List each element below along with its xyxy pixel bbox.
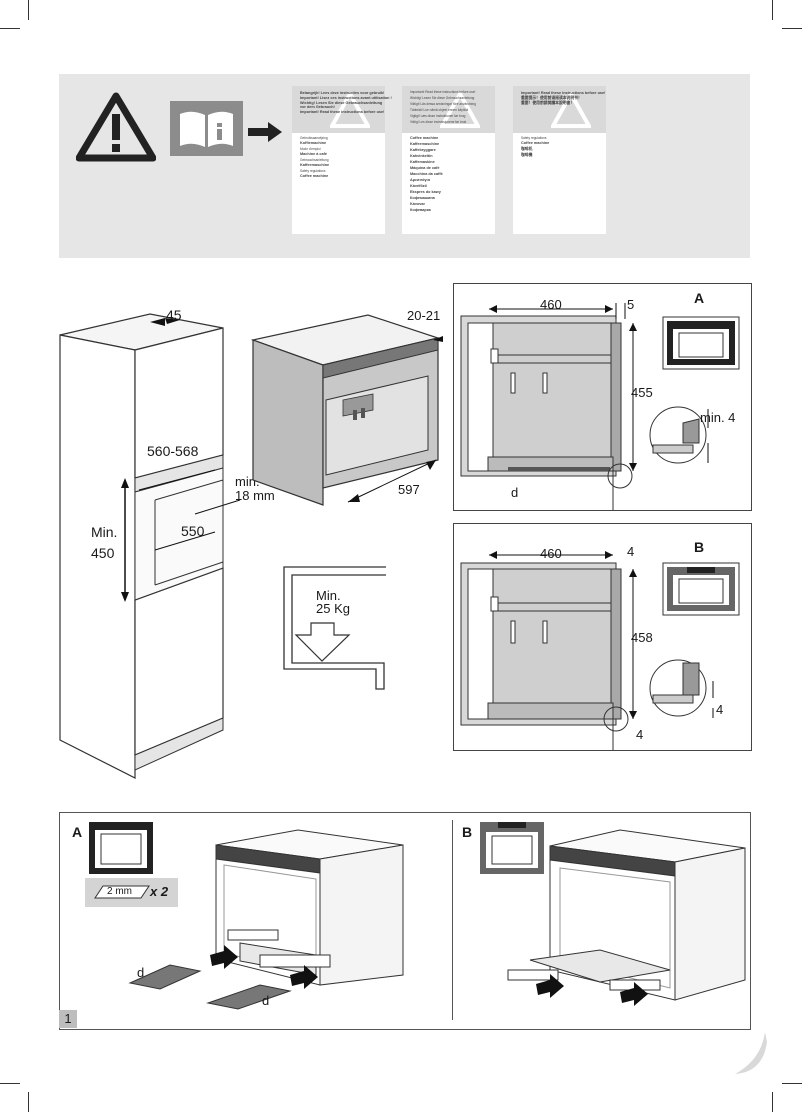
booklet-text: Máquina de café: [410, 166, 440, 170]
booklet-text: Kávéfőző: [410, 184, 427, 188]
booklet-2: Important! Read these instructions befor…: [402, 86, 495, 234]
booklet-text: Machine à café: [300, 152, 328, 156]
booklet-3: Important! Read these instructions befor…: [513, 86, 606, 234]
panel-a-drawing: [460, 303, 740, 510]
machine-b-icon: [480, 822, 544, 874]
booklet-text: Macchina da caffè: [410, 172, 443, 176]
dim-side-label: 20-21: [407, 308, 441, 323]
panel-a-tag: A: [694, 290, 705, 306]
weight-bracket: [283, 566, 386, 690]
dim-height-label: Min.: [91, 524, 118, 540]
booklet-text: Koffiemachine: [300, 141, 327, 145]
booklet-text: Wichtig! Lesen Sie diese Gebrauchsanleit…: [410, 96, 475, 100]
booklet-text: Belangrijk! Lees deze instructies voor g…: [300, 91, 385, 95]
panel-b-tag: B: [694, 539, 705, 555]
dim-depth-label: 550: [181, 523, 205, 539]
crop-mark: [772, 1092, 773, 1112]
booklet-text: Vigtigt! Læs disse instruktioner før bru…: [410, 114, 466, 118]
booklet-text: Kahvinkeitin: [410, 154, 433, 158]
arrow-right-icon: [248, 122, 282, 142]
crop-mark: [772, 0, 773, 20]
weight-label: Min.: [316, 588, 341, 603]
install-b-drawing: [507, 829, 746, 1006]
booklet-text: Coffee machine: [300, 174, 329, 178]
spacer-qty: x 2: [150, 884, 169, 899]
booklet-text: Kaffeemaschine: [410, 142, 440, 146]
dim-top-label: 45: [166, 307, 182, 323]
install-label-d2: d: [262, 993, 270, 1008]
booklet-text: Viktigt! Läs dessa anvisningar före anvä…: [410, 102, 476, 106]
booklet-text: Kaffebryggare: [410, 148, 436, 152]
panel-a-dim-gap: 5: [627, 297, 635, 312]
booklet-text: vor dem Gebrauch!: [300, 105, 335, 109]
weight-value: 25 Kg: [316, 601, 350, 616]
booklet-text: Αρεσσόγια: [410, 178, 430, 182]
crop-mark: [28, 1092, 29, 1112]
crop-mark: [28, 0, 29, 20]
page-number: 1: [59, 1010, 77, 1028]
dim-width-label: 560-568: [147, 443, 199, 459]
install-tag-a: A: [72, 824, 83, 840]
booklet-text: Important! Read these instructions befor…: [521, 91, 606, 95]
install-label-d1: d: [137, 965, 145, 980]
booklet-text: 咖啡機: [521, 153, 533, 157]
booklet-text: Important! Read these instructions befor…: [410, 90, 476, 94]
booklet-text: Кофемашина: [410, 196, 435, 200]
booklet-text: Kaffemaskine: [410, 160, 435, 164]
spacer-label: 2 mm: [107, 886, 132, 897]
panel-a-label-d: d: [511, 485, 519, 500]
coffee-machine-drawing: [250, 314, 443, 506]
panel-a-dim-height: 455: [631, 385, 653, 400]
booklet-text: 重要！使用前請閱讀本說明書！: [521, 101, 575, 105]
booklet-text: Viktig! Les disse instruksjonene før bru…: [410, 120, 467, 124]
booklet-text: Gebruiksaanwijzing: [300, 136, 328, 140]
cabinet-drawing: [59, 313, 241, 779]
panel-b-dim-gap: 4: [627, 544, 635, 559]
booklet-text: 咖啡机: [521, 147, 533, 151]
booklet-text: Safety regulations: [300, 169, 326, 173]
warning-icon: [76, 92, 156, 162]
machine-a-icon: [89, 822, 153, 874]
spacer-icon: [85, 878, 178, 907]
panel-b-drawing: [460, 551, 740, 750]
booklet-text: Mode d'emploi: [300, 147, 321, 151]
dim-min-value: 18 mm: [235, 488, 275, 503]
panel-b-dim-depth: 460: [540, 546, 562, 561]
dim-depth-label: 597: [398, 482, 420, 497]
panel-b-dim-bottom: 4: [636, 727, 644, 742]
booklet-text: Coffee machine: [410, 136, 439, 140]
booklet-text: Kávovar: [410, 202, 425, 206]
crop-mark: [0, 28, 20, 29]
booklet-text: 重要提示！使用前请阅读本说明书！: [521, 96, 582, 100]
frame-divider: [452, 820, 453, 1020]
read-manual-icon: [170, 101, 243, 156]
crop-mark: [782, 28, 802, 29]
booklet-text: Tärkeää! Lue nämä ohjeet ennen käyttöä: [410, 108, 469, 112]
brand-swoosh-icon: [735, 1032, 767, 1074]
booklet-text: Coffee machine: [521, 141, 550, 145]
booklet-text: Kaffeemaschine: [300, 163, 330, 167]
booklet-text: Wichtig! Lesen Sie diese Gebrauchsanleit…: [300, 101, 383, 105]
dim-height-value: 450: [91, 545, 115, 561]
panel-a-dim-min: min. 4: [700, 410, 736, 425]
booklet-1: Belangrijk! Lees deze instructies voor g…: [292, 86, 392, 234]
booklet-text: Safety regulations: [521, 136, 547, 140]
panel-b-dim-side: 4: [716, 702, 724, 717]
install-tag-b: B: [462, 824, 473, 840]
booklet-text: Important! Read these instructions befor…: [300, 110, 385, 114]
booklet-text: Ekspres do kawy: [410, 190, 441, 194]
crop-mark: [0, 1083, 20, 1084]
crop-mark: [782, 1083, 802, 1084]
install-a-drawing: [128, 829, 404, 1010]
panel-a-dim-depth: 460: [540, 297, 562, 312]
panel-b-dim-height: 458: [631, 630, 653, 645]
booklet-text: Кофеварка: [410, 208, 431, 212]
booklet-text: Important! Lisez ces instructions avant …: [300, 96, 392, 100]
booklet-text: Gebrauchsanleitung: [300, 158, 329, 162]
